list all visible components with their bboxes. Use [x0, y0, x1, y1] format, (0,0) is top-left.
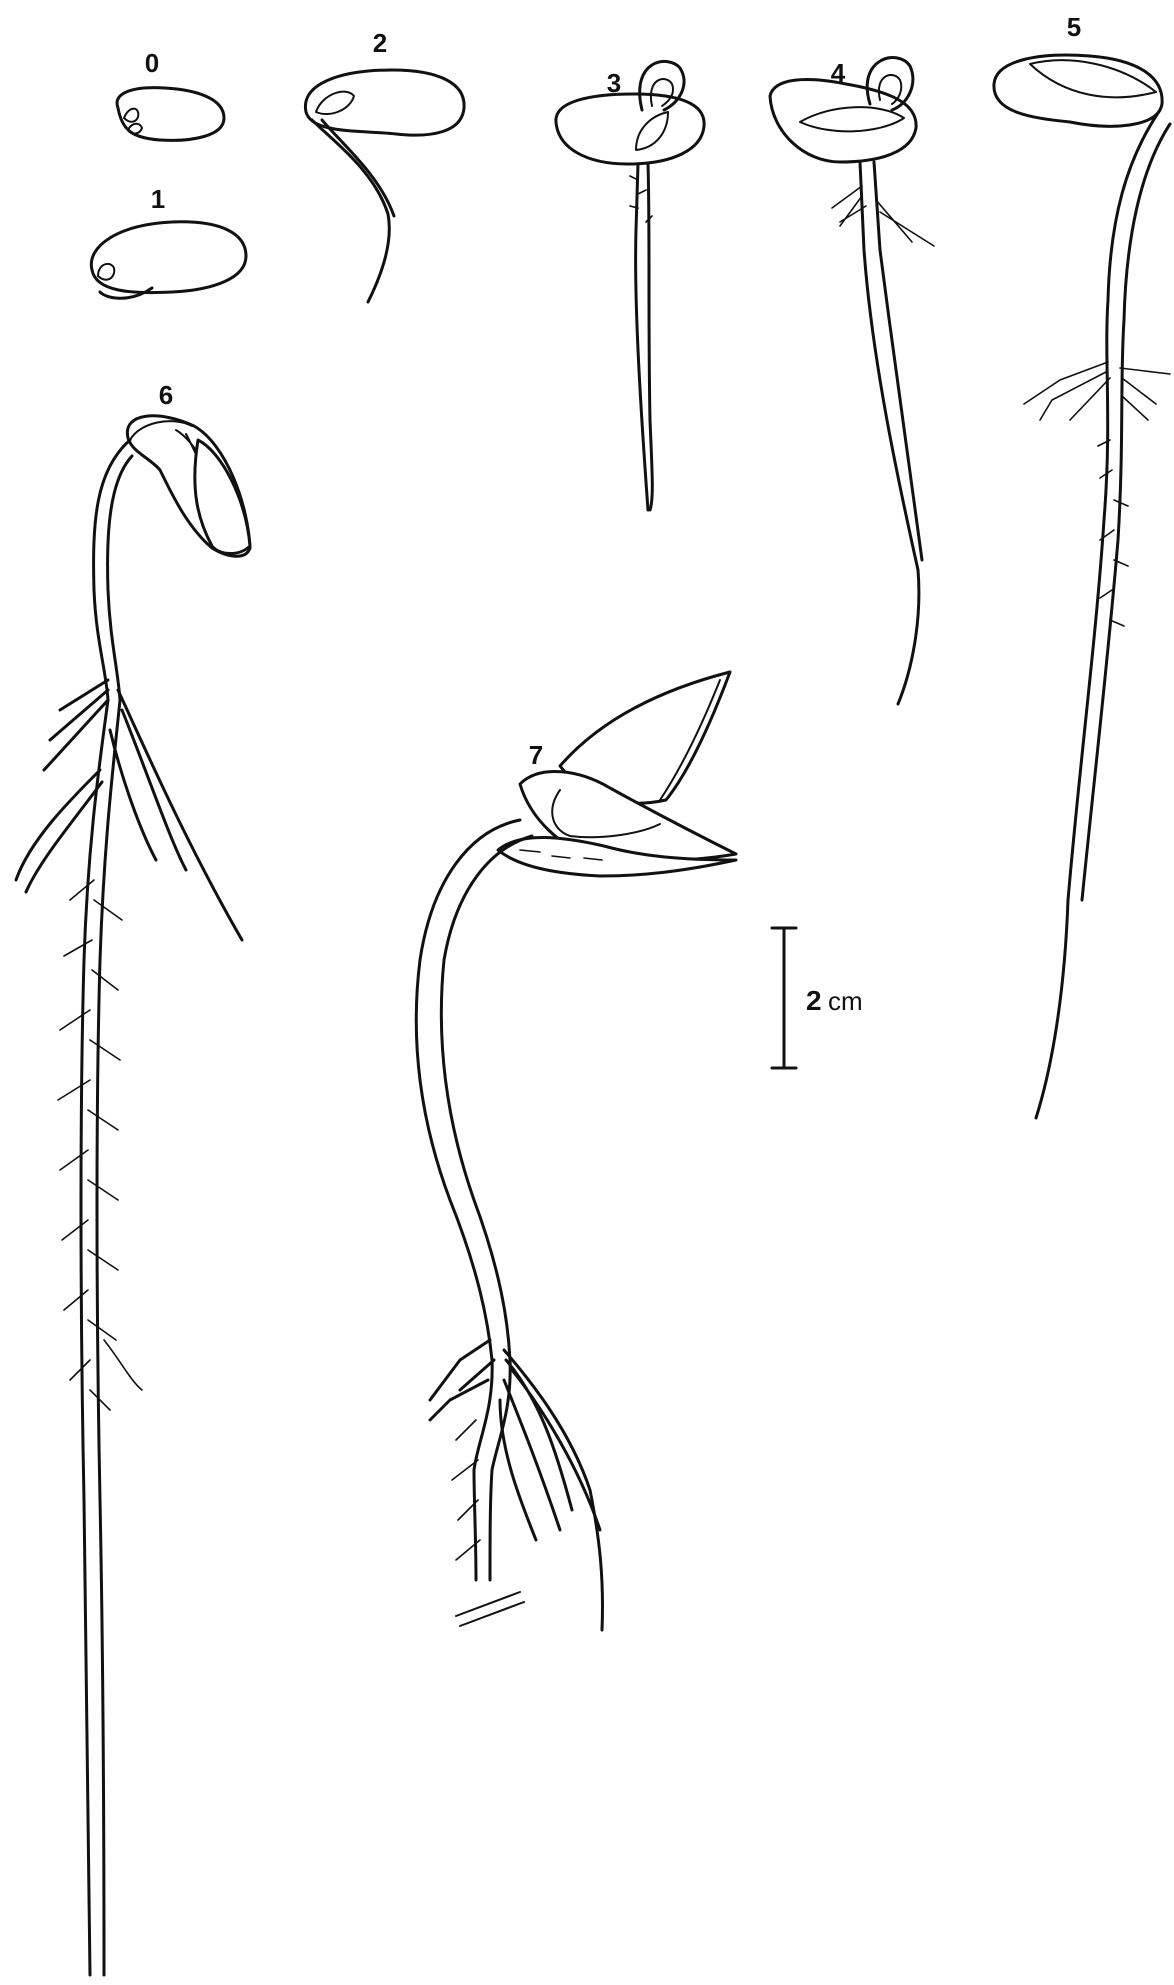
- seedling-stage-0: 0: [117, 48, 224, 140]
- seedling-stage-7: 7: [416, 672, 736, 1630]
- stage-6-label: 6: [159, 380, 173, 410]
- seedling-stage-3: 3: [556, 61, 704, 510]
- stage-5-label: 5: [1067, 12, 1081, 42]
- seedling-stage-5: 5: [994, 12, 1170, 1118]
- seedling-stage-2: 2: [305, 28, 464, 302]
- seedling-stage-4: 4: [770, 58, 934, 704]
- seedling-stage-1: 1: [91, 184, 246, 298]
- stage-0-label: 0: [145, 48, 159, 78]
- scale-bar-value: 2: [806, 985, 822, 1016]
- stage-1-label: 1: [151, 184, 165, 214]
- seedling-stage-6: 6: [16, 380, 250, 1975]
- stage-4-label: 4: [831, 58, 846, 88]
- scale-bar-unit: cm: [828, 986, 863, 1016]
- stage-7-label: 7: [529, 740, 543, 770]
- scale-bar: 2 cm: [772, 928, 863, 1068]
- stage-3-label: 3: [607, 68, 621, 98]
- stage-2-label: 2: [373, 28, 387, 58]
